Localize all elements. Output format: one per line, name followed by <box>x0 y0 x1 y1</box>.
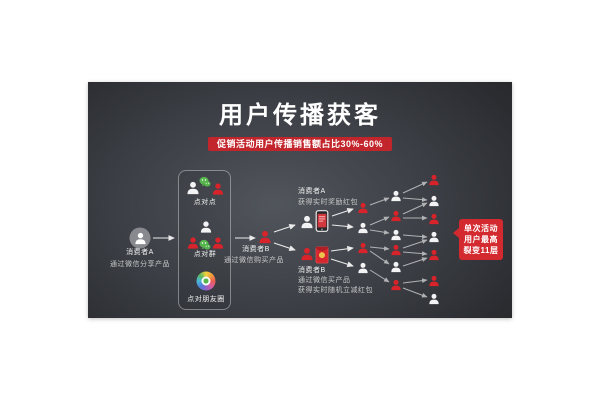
person-l2-3 <box>391 229 402 241</box>
consumer-a-avatar <box>129 227 151 249</box>
person-node-b <box>301 247 314 261</box>
presentation-slide: 用户传播获客 促销活动用户传播销售额占比30%-60% 消费者A 通过微信分享产品… <box>88 82 512 318</box>
person-p2p-sender <box>187 181 200 195</box>
node-b-desc-1: 通过微信买产品 <box>298 277 351 284</box>
slide-title: 用户传播获客 <box>219 102 381 129</box>
person-group-sender <box>200 221 212 233</box>
node-b-desc-2: 获得实时随机立减红包 <box>298 287 373 294</box>
person-l1-2 <box>358 222 369 234</box>
fission-callout: 单次活动 用户最高 裂变11层 <box>453 219 503 260</box>
person-l2-6 <box>391 279 402 291</box>
node-a-desc: 获得实时奖励红包 <box>298 199 358 206</box>
callout-line-1: 单次活动 <box>464 224 498 233</box>
wechat-moments-icon <box>196 271 216 291</box>
person-l3-2 <box>429 195 440 207</box>
wechat-icon-group <box>199 239 211 251</box>
person-l1-3 <box>358 242 369 254</box>
arrow-layer <box>153 181 428 298</box>
person-l3-1 <box>429 174 440 186</box>
consumer-a-label: 消费者A <box>126 249 154 256</box>
consumer-a-desc: 通过微信分享产品 <box>110 261 170 268</box>
node-a-title: 消费者A <box>298 188 326 195</box>
person-consumer-b <box>259 230 272 244</box>
wechat-icon-p2p <box>199 176 211 188</box>
promo-stat-badge: 促销活动用户传播销售额占比30%-60% <box>207 137 393 151</box>
person-l2-1 <box>391 190 402 202</box>
consumer-b-desc: 通过微信购买产品 <box>224 257 284 264</box>
channel-moments-label: 点对朋友圈 <box>187 296 225 303</box>
consumer-b-label: 消费者B <box>242 246 270 253</box>
node-b-title: 消费者B <box>298 267 326 274</box>
person-l1-4 <box>358 262 369 274</box>
person-l3-3 <box>429 213 440 225</box>
channel-p2p-label: 点对点 <box>193 199 217 206</box>
person-l3-7 <box>429 293 440 305</box>
callout-line-2: 用户最高 <box>464 235 498 244</box>
person-l3-5 <box>429 249 440 261</box>
red-packet-icon <box>315 246 329 264</box>
person-node-a <box>301 215 314 229</box>
person-l3-6 <box>429 275 440 287</box>
person-group-receiver-1 <box>187 237 199 249</box>
person-l2-2 <box>391 210 402 222</box>
channel-group-label: 点对群 <box>193 251 217 258</box>
person-l2-5 <box>391 261 402 273</box>
propagation-diagram: 消费者A 通过微信分享产品 点对点点对群点对朋友圈 消费者B 通过微信购买产品 消费者A 获… <box>88 82 512 318</box>
person-l1-1 <box>358 202 369 214</box>
person-l2-4 <box>391 244 402 256</box>
person-group-receiver-2 <box>212 237 224 249</box>
phone-reward-icon <box>315 210 329 232</box>
person-p2p-receiver <box>212 183 224 195</box>
person-l3-4 <box>429 231 440 243</box>
callout-line-3: 裂变11层 <box>463 246 499 255</box>
